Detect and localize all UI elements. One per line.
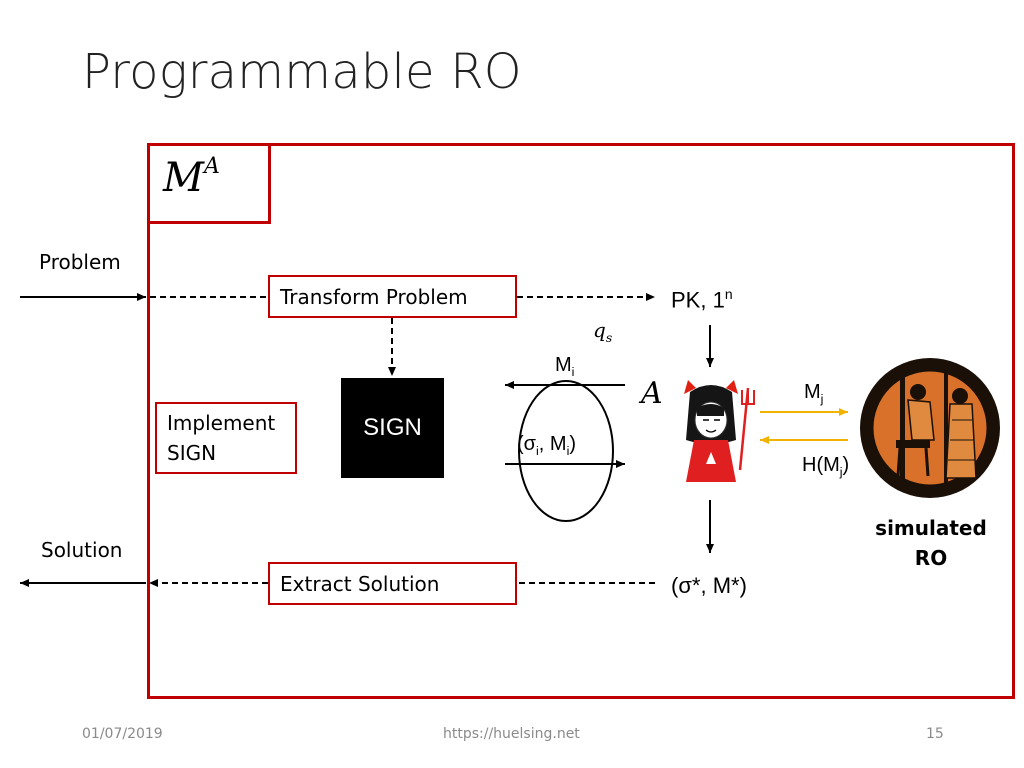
solution-label: Solution [41, 538, 123, 562]
adversary-label: A [641, 376, 663, 411]
mi-subscript: i [571, 365, 575, 379]
pk-text: PK, 1 [671, 287, 725, 313]
transform-problem-box: Transform Problem [268, 275, 517, 318]
qs-text: q [593, 318, 606, 342]
machine-label-superscript: A [203, 154, 220, 179]
sign-box: SIGN [341, 378, 444, 478]
pk-superscript: n [724, 286, 733, 302]
signature-pair-sub2: i [566, 444, 570, 458]
reduction-frame [147, 143, 1015, 699]
signature-pair-label: (σi, Mi) [517, 433, 576, 458]
transform-problem-label: Transform Problem [280, 284, 468, 309]
machine-label: MA [163, 155, 220, 201]
problem-label: Problem [39, 250, 121, 274]
simulated-ro-line2: RO [914, 546, 948, 570]
extract-solution-box: Extract Solution [268, 562, 517, 605]
pk-label: PK, 1n [671, 286, 733, 313]
qs-label: qs [593, 318, 612, 345]
implement-sign-box: Implement SIGN [155, 402, 297, 474]
machine-label-m: M [163, 155, 204, 201]
adversary-devil-icon [684, 380, 755, 482]
signature-pair-close: ) [569, 433, 576, 455]
mi-text: M [555, 354, 572, 376]
signature-pair-open: (σ [517, 433, 537, 455]
footer-page-number: 15 [926, 726, 944, 742]
mj-subscript: j [820, 392, 824, 406]
hmj-label: H(Mj) [802, 454, 849, 479]
signature-pair-mid: , M [538, 433, 567, 455]
simulated-ro-line1: simulated [875, 516, 987, 540]
hmj-open: H(M [802, 454, 840, 476]
footer-url[interactable]: https://huelsing.net [443, 726, 580, 742]
implement-sign-line2: SIGN [167, 441, 217, 465]
slide-title: Programmable RO [82, 44, 522, 100]
implement-sign-line1: Implement [167, 411, 276, 435]
mi-label: Mi [555, 354, 574, 379]
simulated-ro-label: simulated RO [872, 513, 990, 573]
sign-label: SIGN [363, 414, 422, 441]
hmj-subscript: j [839, 465, 843, 479]
machine-label-box [147, 143, 271, 224]
signing-oracle-ellipse [518, 380, 614, 522]
signature-pair-sub1: i [536, 444, 539, 458]
forgery-label: (σ*, M*) [671, 573, 747, 598]
footer-date: 01/07/2019 [82, 726, 163, 742]
extract-solution-label: Extract Solution [280, 571, 440, 596]
hmj-close: ) [842, 454, 850, 476]
mj-text: M [804, 381, 821, 403]
oracle-vase-image [860, 358, 1000, 498]
qs-subscript: s [605, 330, 613, 345]
mj-label: Mj [804, 381, 823, 406]
